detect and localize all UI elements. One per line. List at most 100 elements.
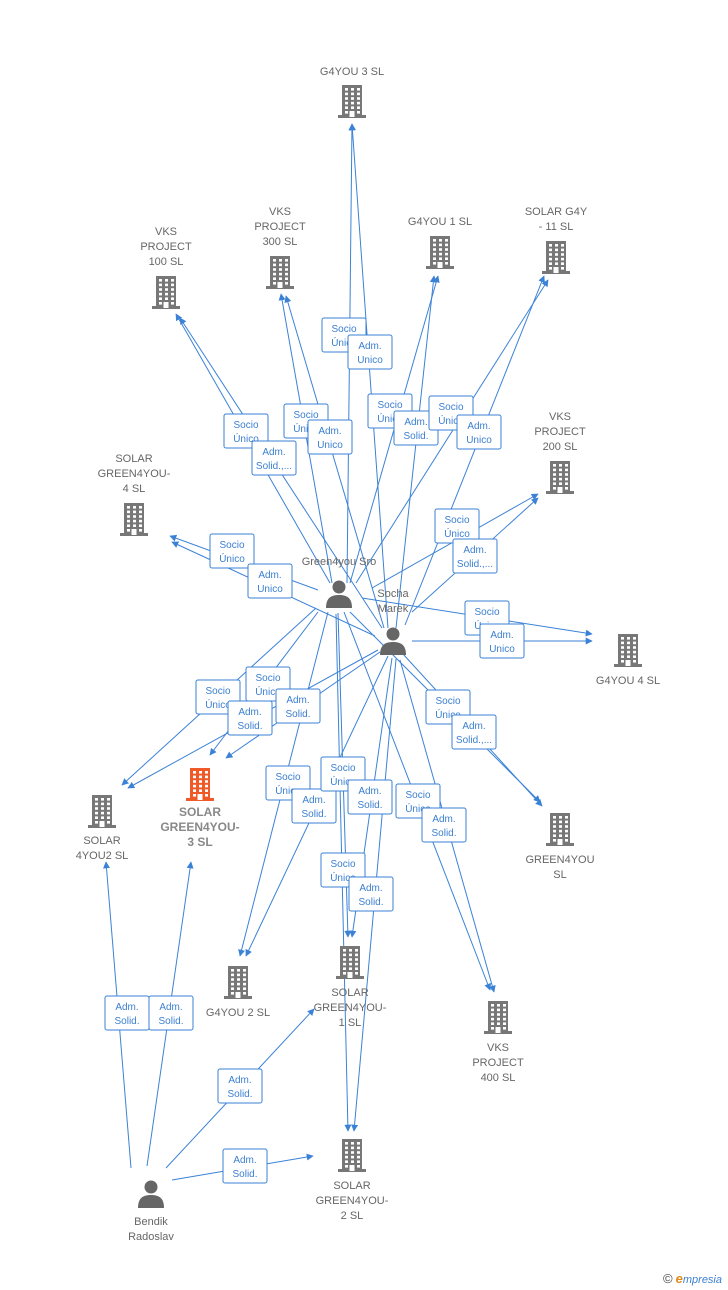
edge-label[interactable]: Adm. Unico xyxy=(347,334,393,370)
edge-label-text: Único xyxy=(205,698,231,711)
node-label: Radoslav xyxy=(128,1231,174,1243)
edge-label-text: Socio xyxy=(205,686,230,697)
edge-label[interactable]: Adm.Solid. xyxy=(421,807,467,843)
edge-label[interactable]: Adm. Solid. xyxy=(227,700,273,736)
edge-label-text: Adm. xyxy=(318,426,341,437)
edge-label[interactable]: Adm.Unico xyxy=(247,563,293,599)
edge-label-text: Unico xyxy=(357,355,383,366)
edge-label-text: Único xyxy=(444,527,470,540)
edge-label[interactable]: Adm. Solid. xyxy=(291,788,337,824)
edge-label-text: Solid. xyxy=(301,809,326,820)
edge-label-text: Socio xyxy=(405,790,430,801)
edge-label-text: Adm. xyxy=(490,630,513,641)
edge-label-text: Socio xyxy=(275,772,300,783)
node-label: SOLAR xyxy=(331,987,368,999)
node-solarg4y11[interactable]: SOLAR G4Y- 11 SL xyxy=(525,206,588,274)
building-icon xyxy=(542,241,570,274)
node-label: G4YOU 2 SL xyxy=(206,1007,270,1019)
node-solar1[interactable]: SOLAR GREEN4YOU- 1 SL xyxy=(314,946,387,1029)
building-icon xyxy=(186,768,214,801)
node-label: PROJECT xyxy=(472,1057,524,1069)
building-icon xyxy=(336,946,364,979)
building-icon xyxy=(426,236,454,269)
node-label: PROJECT xyxy=(534,426,586,438)
node-label: 2 SL xyxy=(341,1210,364,1222)
brand-name: mpresia xyxy=(682,1274,722,1286)
node-label: SOLAR xyxy=(179,805,221,819)
edge-label[interactable]: Adm.Solid.,... xyxy=(251,440,297,476)
edge-label[interactable]: Adm.Solid. xyxy=(348,876,394,912)
edge-label-text: Adm. xyxy=(302,795,325,806)
edge-label-text: Solid. xyxy=(403,431,428,442)
node-label: SOLAR xyxy=(83,835,120,847)
edge-label-text: Adm. xyxy=(238,707,261,718)
edge-label-text: Socio xyxy=(474,607,499,618)
node-label: GREEN4YOU- xyxy=(314,1002,387,1014)
edge-label-text: Socio xyxy=(330,859,355,870)
node-g4you1[interactable]: G4YOU 1 SL xyxy=(408,216,472,269)
node-label: G4YOU 3 SL xyxy=(320,66,384,78)
edge-label-text: Adm. xyxy=(262,447,285,458)
edge-label-text: Socio xyxy=(219,540,244,551)
edge-label[interactable]: Adm.Unico xyxy=(307,419,353,455)
node-label: 3 SL xyxy=(187,835,212,849)
building-icon xyxy=(152,276,180,309)
node-g4you3[interactable]: G4YOU 3 SL xyxy=(320,66,384,118)
node-g4you2[interactable]: G4YOU 2 SL xyxy=(206,966,270,1019)
edge-label-text: Solid. xyxy=(237,721,262,732)
edge-label[interactable]: Adm.Solid. xyxy=(393,410,439,446)
edge-label-text: Solid. xyxy=(227,1089,252,1100)
edge-label[interactable]: Adm.Solid. xyxy=(275,688,321,724)
edge-label[interactable]: Adm. Solid. xyxy=(217,1068,263,1104)
building-icon xyxy=(614,634,642,667)
edge-label-text: Adm. xyxy=(463,545,486,556)
copyright-icon: © xyxy=(663,1271,673,1286)
edge-label-text: Solid. xyxy=(285,709,310,720)
node-label: Marek xyxy=(378,603,409,615)
edge-label[interactable]: Adm.Unico xyxy=(456,414,502,450)
edge-label[interactable]: Adm.Solid.,... xyxy=(452,538,498,574)
edge-label-text: Socio xyxy=(377,400,402,411)
edge-label-text: Socio xyxy=(438,402,463,413)
person-icon xyxy=(138,1180,164,1208)
node-label: SL xyxy=(553,869,566,881)
edge-label-text: Adm. xyxy=(159,1002,182,1013)
edge-label-text: Adm. xyxy=(115,1002,138,1013)
node-label: Socha xyxy=(377,588,409,600)
node-green4yousro[interactable]: Green4you Sro xyxy=(302,556,377,608)
edge-label[interactable]: Adm. Solid. xyxy=(347,779,393,815)
building-icon xyxy=(484,1001,512,1034)
person-icon xyxy=(380,627,406,655)
node-g4you4[interactable]: G4YOU 4 SL xyxy=(596,634,660,687)
node-label: 1 SL xyxy=(339,1017,362,1029)
edge-label[interactable]: Adm.Solid. xyxy=(222,1148,268,1184)
node-label: VKS xyxy=(269,206,291,218)
edge-label-text: Adm. xyxy=(228,1075,251,1086)
edge-label-text: Solid. xyxy=(357,800,382,811)
edge-label[interactable]: Adm.Solid.,... xyxy=(451,714,497,750)
edge-label[interactable]: Adm.Solid. xyxy=(104,995,150,1031)
edge-label[interactable]: Adm.Unico xyxy=(479,623,525,659)
brand-footer[interactable]: ©empresia xyxy=(663,1271,722,1286)
edge-label[interactable]: Adm.Solid. xyxy=(148,995,194,1031)
edge-label-text: Adm. xyxy=(358,786,381,797)
edge-label-text: Adm. xyxy=(358,341,381,352)
node-label: 4 SL xyxy=(123,483,146,495)
edge-label-text: Socio xyxy=(293,410,318,421)
edge-socha-to-g4you1 xyxy=(395,275,437,629)
